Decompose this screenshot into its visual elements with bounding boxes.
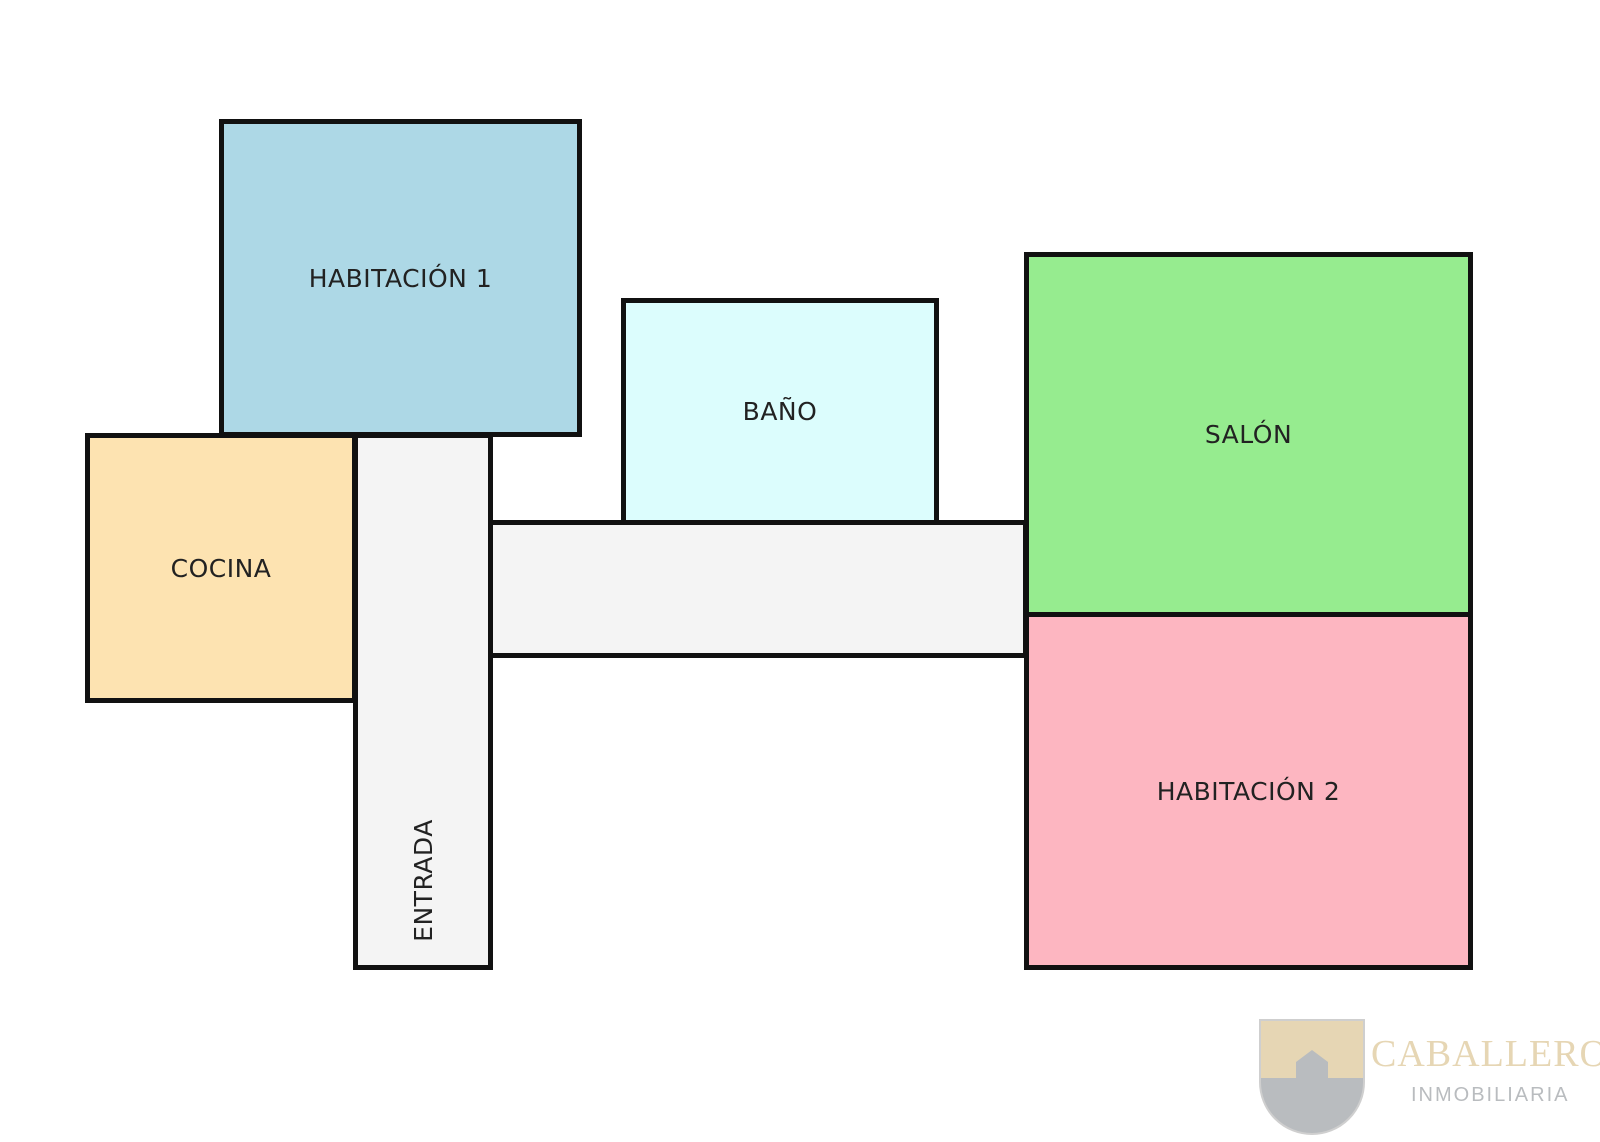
room-bano: BAÑO	[621, 298, 939, 525]
brand-tagline: INMOBILIARIA	[1411, 1084, 1570, 1106]
hallway-corridor	[488, 520, 1028, 658]
room-habitacion-1: HABITACIÓN 1	[219, 119, 582, 437]
room-entrada: ENTRADA	[353, 433, 493, 970]
room-cocina: COCINA	[85, 433, 357, 703]
room-label-bano: BAÑO	[742, 397, 818, 426]
room-label-habitacion-1: HABITACIÓN 1	[308, 263, 493, 293]
watermark-logo: CABALLERO INMOBILIARIA	[1258, 1018, 1600, 1142]
room-salon: SALÓN	[1024, 252, 1473, 617]
brand-name: CABALLERO	[1371, 1033, 1600, 1075]
room-habitacion-2: HABITACIÓN 2	[1024, 612, 1473, 970]
room-label-entrada: ENTRADA	[408, 819, 438, 942]
house-shield-icon	[1259, 1019, 1365, 1135]
room-label-cocina: COCINA	[170, 553, 272, 583]
room-label-habitacion-2: HABITACIÓN 2	[1156, 776, 1341, 806]
room-label-salon: SALÓN	[1204, 420, 1293, 449]
